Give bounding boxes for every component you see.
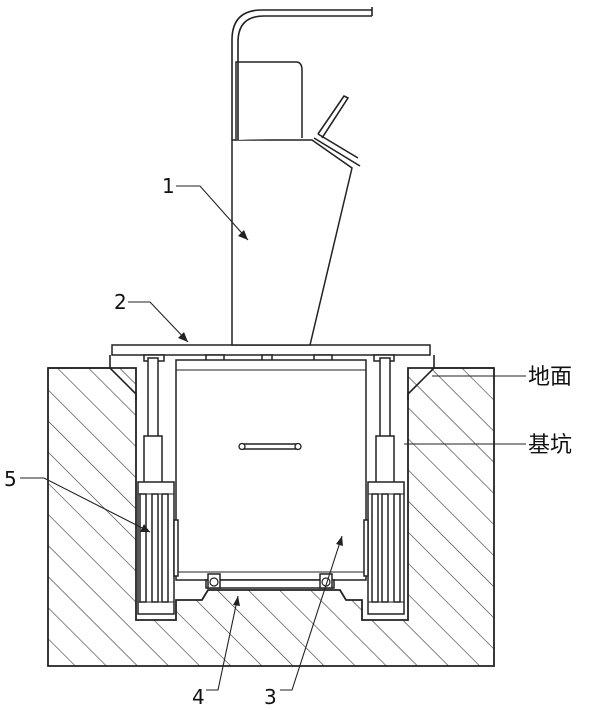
label-part3: 3 — [264, 685, 277, 709]
leader-lines — [20, 185, 526, 691]
right-lift-cylinder — [363, 357, 405, 615]
label-pit: 基坑 — [528, 433, 572, 458]
label-part5: 5 — [4, 467, 17, 491]
left-lift-cylinder — [137, 357, 179, 615]
label-part1: 1 — [162, 174, 175, 198]
platform-plate — [111, 344, 431, 356]
label-part4: 4 — [192, 685, 205, 709]
foundation-pit — [47, 367, 495, 667]
label-part2: 2 — [114, 290, 127, 314]
label-ground: 地面 — [528, 365, 572, 390]
lifting-box — [175, 359, 367, 581]
machine-body — [231, 7, 373, 346]
